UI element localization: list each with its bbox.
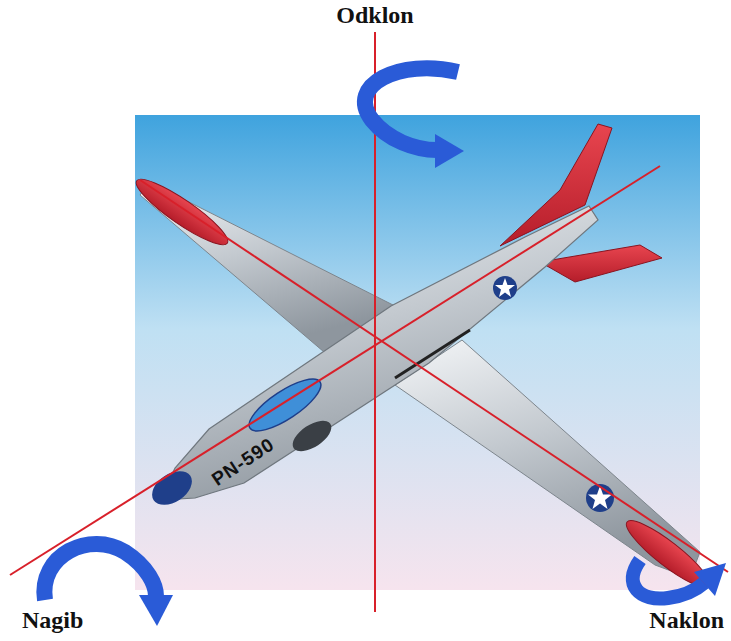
axis-label: Odklon (336, 2, 413, 29)
fuselage-stripe (395, 330, 470, 378)
sky-background (135, 115, 700, 590)
tail-fin (500, 124, 612, 246)
axis-label: Nagib (22, 607, 83, 634)
roundel (493, 276, 517, 300)
axis-label: Naklon (649, 607, 724, 634)
yaw-arrow (365, 68, 464, 168)
air-intake (288, 415, 337, 458)
fuselage (160, 206, 598, 500)
pitch-arrow (633, 560, 726, 599)
nose-cone (146, 464, 198, 512)
roundel (586, 484, 614, 512)
roll-axis (10, 166, 660, 575)
pitch-axis (140, 180, 728, 572)
